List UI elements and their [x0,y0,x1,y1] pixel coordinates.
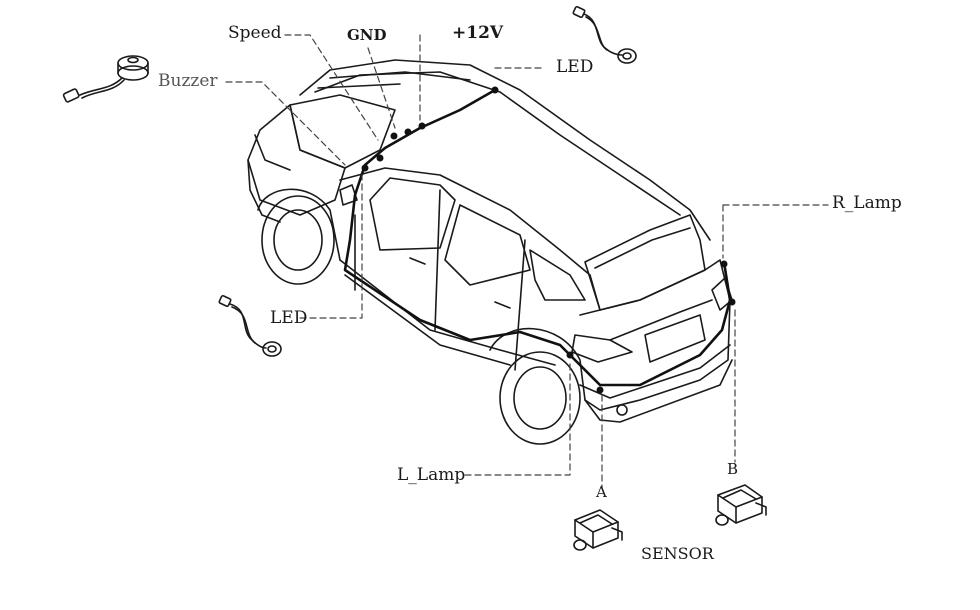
led-icon [218,294,282,357]
label-gnd: GND [347,26,387,44]
buzzer-icon [62,55,149,103]
wiring-harness [343,88,732,387]
led-icon [572,5,637,64]
car-outline [247,59,733,445]
label-r-lamp: R_Lamp [832,193,902,213]
sensor-icon [715,484,767,526]
label-sensor-a: A [596,483,607,501]
label-sensor: SENSOR [641,544,714,563]
leader-lines [225,34,829,488]
label-buzzer: Buzzer [158,71,218,91]
harness-connectors [361,86,736,394]
label-sensor-b: B [727,460,739,478]
label-l-lamp: L_Lamp [397,465,466,485]
label-plus12v: +12V [452,23,504,43]
label-speed: Speed [228,23,282,43]
label-led-left: LED [270,308,308,328]
label-led-top: LED [556,57,594,77]
sensor-icon [573,509,623,551]
